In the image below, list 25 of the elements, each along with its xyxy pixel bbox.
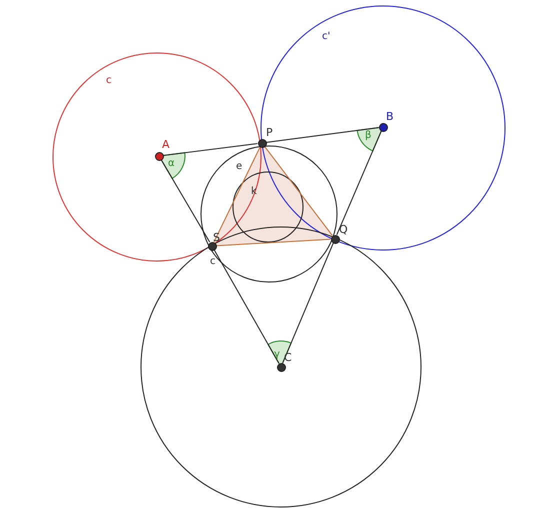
circle-label: c xyxy=(106,75,112,87)
line-segment xyxy=(264,146,333,236)
line-segment xyxy=(160,159,210,243)
point-label: P xyxy=(266,127,273,139)
line-segment xyxy=(214,249,280,364)
point-marker xyxy=(155,139,171,160)
point-label: C xyxy=(284,352,292,364)
point-label: B xyxy=(386,111,394,123)
circle-label: e xyxy=(236,161,242,173)
circle-label: c' xyxy=(322,31,330,43)
line-segment xyxy=(213,146,261,242)
point-marker xyxy=(331,224,348,243)
line-segment xyxy=(336,130,382,236)
line-segment xyxy=(162,143,258,156)
line-segment xyxy=(216,238,331,246)
circle-label: c xyxy=(210,256,216,268)
angle-label: α xyxy=(168,158,175,170)
angle-label: β xyxy=(365,130,372,142)
line-segment xyxy=(282,242,334,364)
point-label: Q xyxy=(339,224,348,236)
point-label: A xyxy=(162,139,170,151)
line-segment xyxy=(266,127,380,143)
angle-label: γ xyxy=(274,349,280,361)
point-marker xyxy=(379,111,395,131)
point-marker xyxy=(258,127,275,147)
